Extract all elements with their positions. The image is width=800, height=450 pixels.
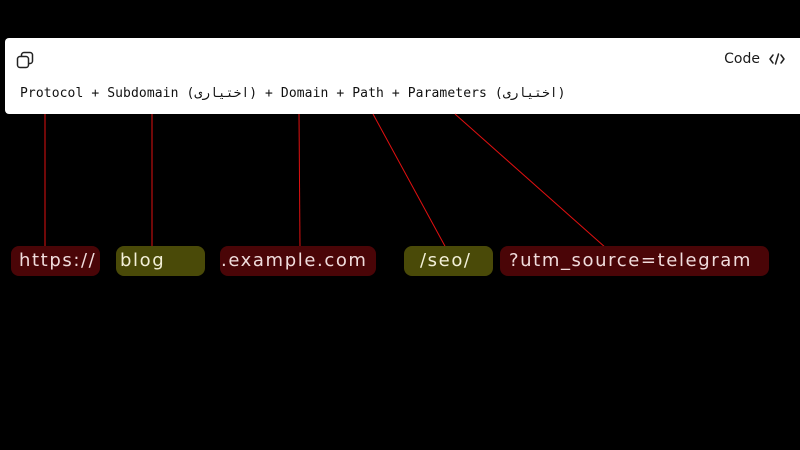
- protocol-chip: https://: [11, 246, 100, 276]
- code-toggle-button[interactable]: Code: [724, 50, 786, 68]
- path-chip: /seo/: [404, 246, 493, 276]
- subdomain-chip: blog: [116, 246, 205, 276]
- code-block: Code Protocol + Subdomain (اختیاری) + Do…: [5, 38, 800, 114]
- domain-chip: .example.com: [220, 246, 376, 276]
- parameters-chip: ?utm_source=telegram: [500, 246, 769, 276]
- connector-parameters: [454, 113, 607, 249]
- url-formula-text: Protocol + Subdomain (اختیاری) + Domain …: [20, 86, 566, 101]
- code-brackets-icon: [768, 50, 786, 68]
- connector-path: [372, 113, 447, 249]
- connector-domain: [298, 113, 301, 249]
- copy-icon[interactable]: [16, 51, 34, 69]
- code-toggle-label: Code: [724, 51, 760, 67]
